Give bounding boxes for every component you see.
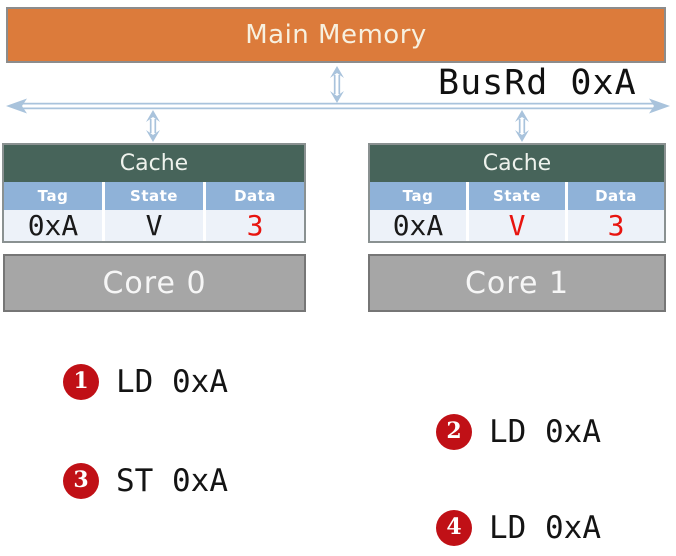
- cache0-data-value: 3: [203, 210, 304, 241]
- cache0-tag-value: 0xA: [27, 208, 79, 242]
- cache0-col-state: State: [102, 182, 203, 210]
- operation-1-label: LD 0xA: [116, 364, 228, 400]
- operation-3-label: ST 0xA: [116, 463, 228, 499]
- operation-4-badge: 4: [436, 510, 472, 546]
- memory-to-bus-arrow: [330, 66, 344, 103]
- operation-3-badge: 3: [63, 463, 99, 499]
- cache1-state-value: V: [466, 210, 565, 241]
- core0-box: Core 0: [3, 254, 306, 312]
- operation-4-label: LD 0xA: [489, 510, 601, 546]
- cache0-state-value: V: [102, 210, 203, 241]
- cache0-value-row: 0xA V 3: [4, 210, 304, 241]
- main-memory-label: Main Memory: [245, 20, 427, 50]
- bus-arrowhead-right: [649, 98, 670, 114]
- cache1-col-tag: Tag: [402, 187, 434, 205]
- operation-1: 1 LD 0xA: [63, 364, 228, 400]
- cache1-title: Cache: [370, 145, 664, 182]
- cache1-tag-value: 0xA: [392, 208, 444, 242]
- cache1-col-data: Data: [565, 182, 664, 210]
- cache1-col-state: State: [466, 182, 565, 210]
- main-memory-box: Main Memory: [6, 7, 666, 63]
- cache0-table: Cache Tag State Data 0xA V 3: [2, 143, 306, 243]
- operation-3: 3 ST 0xA: [63, 463, 228, 499]
- cache0-col-data: Data: [203, 182, 304, 210]
- core0-label: Core 0: [102, 265, 207, 301]
- bus-to-cache0-arrow: [146, 110, 160, 142]
- cache1-header-row: Tag State Data: [370, 182, 664, 210]
- core1-label: Core 1: [464, 265, 570, 301]
- bus-transaction-label: BusRd 0xA: [438, 63, 637, 103]
- cache1-table: Cache Tag State Data 0xA V 3: [368, 143, 666, 243]
- operation-1-badge: 1: [63, 364, 99, 400]
- operation-2-label: LD 0xA: [489, 414, 601, 450]
- cache0-col-tag: Tag: [37, 187, 69, 205]
- bus-arrowhead-left: [6, 98, 27, 114]
- operation-4: 4 LD 0xA: [436, 510, 601, 546]
- operation-2-badge: 2: [436, 414, 472, 450]
- cache0-title: Cache: [4, 145, 304, 182]
- cache1-value-row: 0xA V 3: [370, 210, 664, 241]
- cache0-header-row: Tag State Data: [4, 182, 304, 210]
- cache1-data-value: 3: [565, 210, 664, 241]
- operation-2: 2 LD 0xA: [436, 414, 601, 450]
- core1-box: Core 1: [368, 254, 666, 312]
- bus-to-cache1-arrow: [515, 110, 529, 142]
